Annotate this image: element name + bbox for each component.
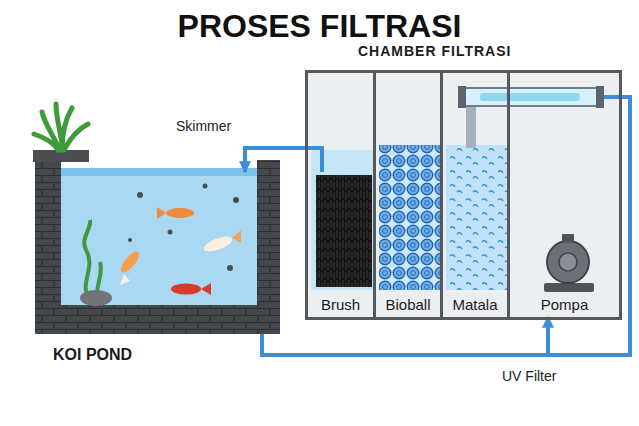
pipe-return [548, 97, 630, 355]
compartment-label: Matala [443, 296, 507, 313]
compartment-label: Brush [308, 296, 373, 313]
uv-cap [458, 86, 466, 108]
water-pipe [245, 148, 308, 172]
water-surface [60, 168, 258, 176]
uv-lamp [480, 93, 580, 101]
matala-media [446, 145, 508, 290]
uv-cap [596, 86, 604, 108]
pipe-outlet [262, 334, 280, 355]
koi-fish [118, 207, 241, 295]
region-heading: KOI POND [53, 346, 132, 364]
plant [34, 104, 88, 150]
pond-water [60, 168, 258, 306]
uv-filter-label: UV Filter [502, 368, 556, 384]
bioball-compartment: Bioball [376, 73, 443, 317]
pebbles [128, 184, 239, 272]
chamber-interior [308, 73, 619, 317]
bioball-media [379, 145, 441, 290]
pump [544, 234, 594, 292]
pond-wall [35, 305, 280, 334]
region-heading: CHAMBER FILTRASI [358, 43, 511, 59]
water-pipe [280, 317, 548, 355]
pump-compartment: Pompa [510, 73, 619, 317]
skimmer-label: Skimmer [176, 118, 231, 134]
filter-brush [316, 175, 372, 287]
matala-compartment: Matala [443, 73, 510, 317]
brush-compartment: Brush [308, 73, 376, 317]
compartment-label: Bioball [376, 296, 440, 313]
rock [80, 290, 112, 306]
pipe-inlet [308, 148, 322, 172]
uv-tube [462, 88, 600, 106]
compartment-label: Pompa [510, 296, 619, 313]
filter-chamber: CHAMBER FILTRASIBrushBioballMatalaPompa [305, 70, 622, 320]
diagram-title: PROSES FILTRASI [0, 8, 639, 45]
seaweed [84, 220, 101, 300]
pipe [466, 104, 476, 148]
pond-region: KOI POND [35, 172, 280, 368]
